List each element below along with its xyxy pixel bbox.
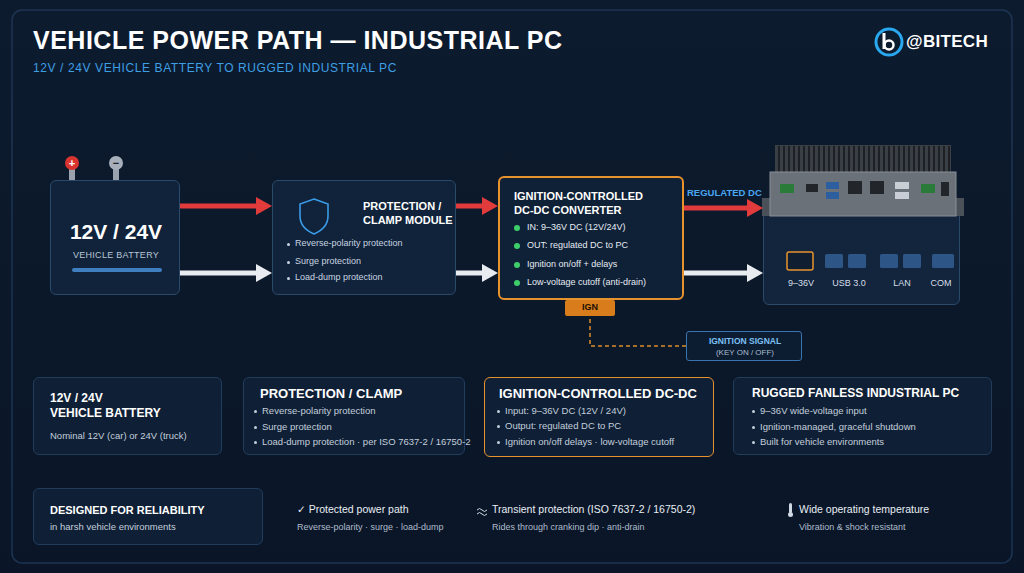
feature-note: Vibration & shock resistant bbox=[799, 522, 905, 533]
node-text: Load-dump protection · per ISO 7637-2 / … bbox=[254, 436, 471, 448]
terminal-sign: + bbox=[65, 156, 79, 170]
node-text: COM bbox=[922, 278, 960, 289]
port bbox=[806, 184, 818, 192]
node-text: VEHICLE BATTERY bbox=[51, 250, 181, 261]
edge-label: REGULATED DC bbox=[687, 187, 762, 199]
dc-dc-converter: IGNITION-CONTROLLED DC-DC CONVERTERIN: 9… bbox=[498, 176, 684, 300]
usb-port bbox=[895, 182, 909, 189]
battery-box: 12V / 24V VEHICLE BATTERY bbox=[50, 180, 180, 295]
connector bbox=[456, 204, 484, 209]
logo-mark bbox=[883, 33, 886, 49]
node-text: Reverse-polarity protection bbox=[254, 405, 462, 417]
heatsink-fins bbox=[779, 146, 949, 173]
io-connector bbox=[921, 184, 935, 193]
node-text: OUT: regulated DC to PC bbox=[514, 240, 695, 251]
subtitle: 12V / 24V VEHICLE BATTERY TO RUGGED INDU… bbox=[33, 61, 397, 76]
terminal-sign: − bbox=[109, 156, 123, 170]
ignition-tab: IGN bbox=[565, 300, 615, 316]
node-text: Input: 9–36V DC (12V / 24V) bbox=[497, 405, 717, 417]
brand-logo: @BITECH bbox=[906, 31, 988, 52]
diagram-title: VEHICLE POWER PATH — INDUSTRIAL PC bbox=[33, 25, 563, 55]
node-text: Nominal 12V (car) or 24V (truck) bbox=[50, 430, 220, 442]
feature-note: Rides through cranking dip · anti-drain bbox=[492, 522, 645, 533]
thermometer-bulb bbox=[788, 512, 793, 517]
terminal-post bbox=[113, 168, 119, 180]
node-text: Surge protection bbox=[254, 421, 462, 433]
node-text: Surge protection bbox=[287, 256, 460, 267]
feature-heading: ✓ Protected power path bbox=[297, 503, 409, 516]
reliability-box: DESIGNED FOR RELIABILITY in harsh vehicle… bbox=[33, 488, 263, 545]
node-heading: 9–36V bbox=[779, 278, 823, 289]
node-heading: PROTECTION / CLAMP MODULE bbox=[363, 199, 457, 227]
lan-port bbox=[870, 181, 884, 194]
logo-mark bbox=[885, 41, 894, 50]
node-heading: 12V / 24V bbox=[50, 391, 103, 406]
node-heading: RUGGED FANLESS INDUSTRIAL PC bbox=[752, 386, 959, 401]
positive-terminal bbox=[65, 156, 79, 170]
node-text: Reverse-polarity protection bbox=[287, 238, 460, 249]
connector bbox=[180, 204, 258, 209]
protection-module: PROTECTION / CLAMP MODULEReverse-polarit… bbox=[272, 180, 456, 295]
info-card-highlight: IGNITION-CONTROLLED DC-DC Input: 9–36V DC… bbox=[484, 377, 714, 457]
node-text: Low-voltage cutoff (anti-drain) bbox=[514, 277, 695, 288]
node-heading: 12V / 24V bbox=[51, 219, 181, 245]
node-text: Ignition-managed, graceful shutdown bbox=[752, 421, 996, 433]
usb-port bbox=[895, 192, 909, 199]
port bbox=[941, 182, 949, 196]
node-text: Output: regulated DC to PC bbox=[497, 420, 717, 432]
feature-heading: Transient protection (ISO 7637-2 / 16750… bbox=[492, 503, 695, 516]
thermometer-icon bbox=[789, 503, 792, 513]
pc-port-panel: 9–36VUSB 3.0LANCOM bbox=[763, 200, 960, 305]
node-text: IN: 9–36V DC (12V/24V) bbox=[514, 222, 695, 233]
outer-frame bbox=[12, 10, 1012, 563]
terminal-post bbox=[69, 168, 75, 180]
wave-icon bbox=[477, 509, 487, 516]
connector bbox=[684, 271, 749, 276]
node-heading: PROTECTION / CLAMP bbox=[260, 386, 402, 402]
node-heading: IGNITION-CONTROLLED DC-DC CONVERTER bbox=[514, 189, 664, 217]
info-card: RUGGED FANLESS INDUSTRIAL PC9–36V wide-v… bbox=[733, 377, 992, 455]
power-connector bbox=[780, 184, 794, 193]
node-text: LAN bbox=[882, 278, 922, 289]
node-heading: IGN bbox=[565, 302, 615, 313]
node-text: (KEY ON / OFF) bbox=[687, 348, 803, 358]
port bbox=[826, 192, 839, 199]
node-text: Ignition on/off + delays bbox=[514, 259, 695, 270]
negative-terminal bbox=[109, 156, 123, 170]
node-text: USB 3.0 bbox=[819, 278, 879, 289]
node-text: Load-dump protection bbox=[287, 272, 460, 283]
node-heading: IGNITION SIGNAL bbox=[687, 336, 803, 347]
connector bbox=[590, 316, 686, 346]
feature-note: Reverse-polarity · surge · load-dump bbox=[297, 522, 444, 533]
info-card: 12V / 24VVEHICLE BATTERY Nominal 12V (car… bbox=[33, 377, 222, 455]
connector bbox=[456, 271, 484, 276]
node-text: in harsh vehicle environments bbox=[50, 521, 260, 533]
logo-ring bbox=[876, 29, 902, 55]
node-heading: DESIGNED FOR RELIABILITY bbox=[50, 503, 260, 517]
port bbox=[826, 182, 839, 189]
node-text: 9–36V wide-voltage input bbox=[752, 405, 996, 417]
feature-heading: Wide operating temperature bbox=[799, 503, 929, 516]
node-text: Ignition on/off delays · low-voltage cut… bbox=[497, 436, 717, 448]
node-text: VEHICLE BATTERY bbox=[50, 406, 161, 421]
connector bbox=[684, 206, 749, 211]
node-text: Built for vehicle environments bbox=[752, 436, 996, 448]
heatsink bbox=[775, 145, 951, 174]
connector bbox=[180, 271, 258, 276]
lan-port bbox=[848, 181, 862, 194]
node-heading: IGNITION-CONTROLLED DC-DC bbox=[499, 386, 697, 402]
ignition-signal-box: IGNITION SIGNAL(KEY ON / OFF) bbox=[686, 331, 802, 361]
info-card: PROTECTION / CLAMP Reverse-polarity prote… bbox=[243, 377, 465, 455]
